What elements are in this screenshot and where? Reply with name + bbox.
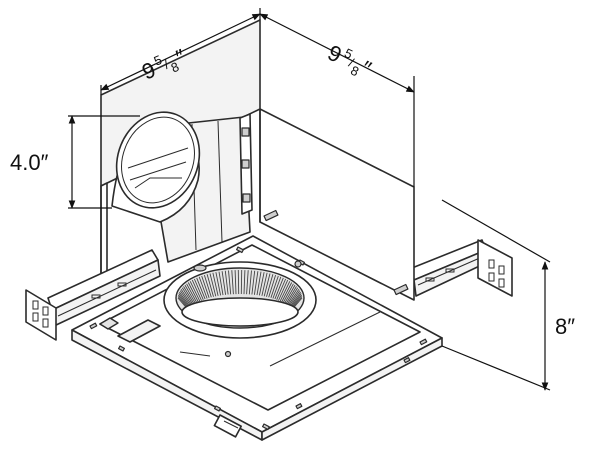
blower-blade — [203, 274, 212, 298]
height-label: 8″ — [555, 314, 575, 339]
blower-blade — [261, 272, 268, 296]
blower-blade — [284, 284, 296, 304]
blower-blade — [215, 272, 222, 296]
blower-blade — [274, 277, 284, 300]
blower-blade — [285, 286, 297, 305]
blower-blade — [279, 281, 291, 302]
blower-blade — [209, 273, 217, 297]
blower-blade — [196, 277, 206, 300]
blower-blade — [183, 286, 195, 305]
blower-blade — [184, 284, 196, 304]
blower-blade — [180, 288, 193, 307]
blower-blade — [181, 287, 194, 306]
blower-blade — [248, 270, 252, 295]
blower-blade — [258, 272, 265, 296]
blower-blade — [270, 275, 279, 298]
blower-blade — [198, 276, 208, 299]
svg-text:/: / — [346, 55, 356, 70]
blower-blade — [231, 270, 234, 295]
left-mounting-bracket — [25, 249, 161, 341]
svg-text:/: / — [162, 57, 172, 72]
blower-blade — [228, 270, 232, 295]
blower-blade — [266, 274, 274, 297]
blower-blade — [253, 271, 259, 295]
blower-blade — [201, 275, 210, 298]
blower-blade — [243, 270, 246, 295]
blower-blade — [186, 283, 198, 304]
blower-blade — [286, 287, 299, 306]
blower-blade — [206, 274, 214, 297]
blower-blade — [276, 278, 287, 300]
depth-dimension-label: 9 5 / 8 ″ — [324, 40, 375, 82]
blower-blade — [187, 282, 199, 303]
blower-blade — [246, 270, 249, 295]
blower-blade — [251, 270, 256, 295]
blower-blade — [287, 288, 300, 307]
blower-blade — [234, 270, 237, 295]
depth-inch-mark: ″ — [357, 56, 375, 82]
blower-wheel — [117, 260, 381, 367]
right-mounting-bracket — [411, 239, 513, 297]
blower-blade — [218, 271, 224, 296]
duct-collar — [111, 111, 253, 263]
duct-diameter-label: 4.0″ — [10, 150, 49, 175]
blower-blade — [281, 282, 293, 303]
blower-blade — [256, 271, 262, 296]
blower-blade — [212, 272, 219, 296]
blower-blade — [189, 281, 201, 302]
depth-whole: 9 — [324, 40, 346, 68]
blower-blade — [221, 271, 227, 295]
blower-blade — [278, 279, 289, 301]
blower-blade — [272, 276, 282, 299]
blower-blade — [191, 279, 202, 301]
blower-blade — [268, 274, 277, 298]
blower-blade — [282, 283, 294, 304]
blower-blade — [263, 273, 271, 297]
blower-blade — [224, 270, 229, 295]
blower-blade — [193, 278, 204, 300]
dimension-lines — [68, 8, 551, 391]
